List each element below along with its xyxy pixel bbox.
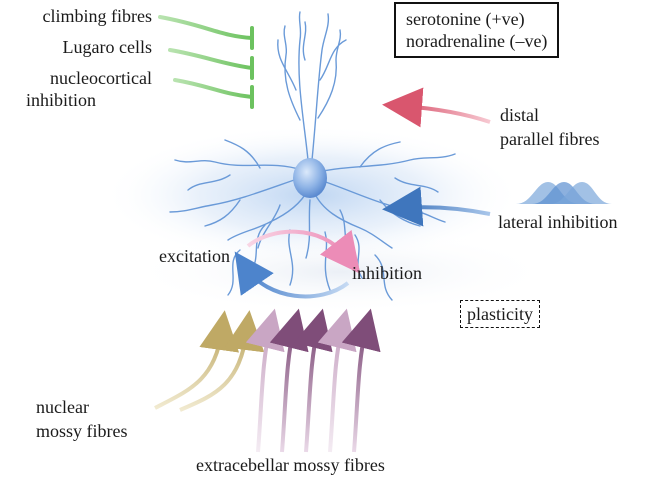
nucleocortical-line [173, 78, 254, 99]
nuclear-mossy-fibres [154, 310, 265, 412]
inhibition-label: inhibition [352, 263, 423, 283]
climbing-fibres-label: climbing fibres [42, 6, 152, 26]
distal-label: distal [500, 105, 539, 125]
extracerebellar-mossy-arrow [293, 308, 333, 453]
excitation-label: excitation [159, 246, 230, 266]
neuromodulators-box: serotonine (+ve) noradrenaline (–ve) [394, 2, 560, 58]
nuclear-label: nuclear [36, 397, 89, 417]
cell-body [293, 158, 327, 198]
purkinje-cell-icon [169, 11, 456, 301]
plasticity-label: plasticity [460, 300, 540, 328]
nuclear-mossy-arrow [179, 310, 265, 412]
lugaro-line [168, 48, 254, 70]
extracerebellar-mossy-arrow [317, 308, 357, 453]
extracerebellar-mossy-arrow [341, 308, 381, 453]
nuclear-mossy-arrow [154, 310, 240, 410]
extracerebellar-mossy-fibres [245, 308, 381, 453]
climbing-fibre-line [158, 15, 254, 40]
nuclear-mossy-fibres-label: mossy fibres [36, 421, 128, 441]
excitation-arrow [246, 229, 361, 274]
lateral-inhibition-label: lateral inhibition [498, 212, 618, 232]
extracerebellar-mossy-arrow [245, 308, 285, 453]
nucleocortical-inhibition-label: inhibition [26, 90, 97, 110]
extracebellar-mossy-fibres-label: extracebellar mossy fibres [196, 455, 385, 475]
nucleocortical-label: nucleocortical [50, 68, 152, 88]
lateral-inhibition-arrow [382, 186, 491, 227]
inhibition-arrow [234, 251, 350, 299]
distal-parallel-fibres-arrow [382, 87, 491, 128]
noradrenaline-label: noradrenaline (–ve) [406, 31, 548, 51]
gaussian-peaks-icon [516, 182, 612, 204]
inhibitory-inputs [158, 15, 254, 109]
lugaro-cells-label: Lugaro cells [62, 37, 152, 57]
extracerebellar-mossy-arrow [269, 308, 309, 453]
serotonine-label: serotonine (+ve) [406, 9, 525, 29]
parallel-fibres-label: parallel fibres [500, 129, 600, 149]
